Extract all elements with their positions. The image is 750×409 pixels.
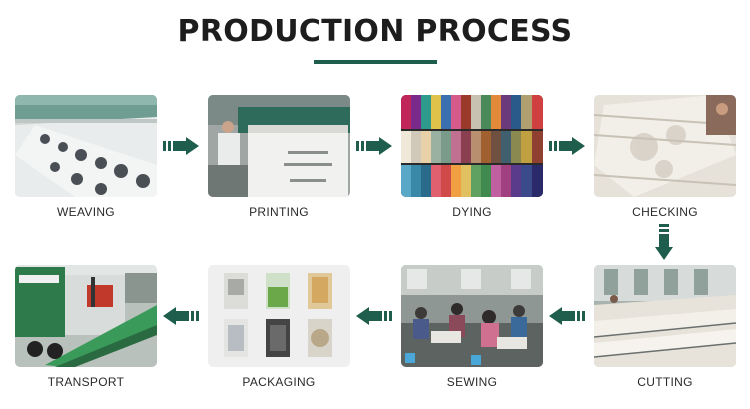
- step-label: SEWING: [446, 375, 498, 389]
- title-underline: [314, 60, 437, 64]
- arrow-left-icon: [163, 307, 199, 325]
- step-label: PACKAGING: [242, 375, 316, 389]
- arrow-down-icon: [655, 224, 673, 260]
- fabric-rolls-photo: [401, 95, 543, 197]
- cutting-tables-photo: [594, 265, 736, 367]
- step-label: PRINTING: [249, 205, 309, 219]
- step-label: TRANSPORT: [47, 375, 125, 389]
- packaged-curtains-photo: [208, 265, 350, 367]
- fabric-inspection-photo: [594, 95, 736, 197]
- sewing-workshop-photo: [401, 265, 543, 367]
- page-title: PRODUCTION PROCESS: [177, 14, 573, 49]
- embroidery-machine-photo: [15, 95, 157, 197]
- step-label: WEAVING: [57, 205, 115, 219]
- step-label: CHECKING: [632, 205, 698, 219]
- step-label: CUTTING: [637, 375, 693, 389]
- arrow-left-icon: [549, 307, 585, 325]
- arrow-right-icon: [356, 137, 392, 155]
- truck-loading-photo: [15, 265, 157, 367]
- step-label: DYING: [452, 205, 492, 219]
- arrow-right-icon: [163, 137, 199, 155]
- arrow-left-icon: [356, 307, 392, 325]
- printing-machine-photo: [208, 95, 350, 197]
- arrow-right-icon: [549, 137, 585, 155]
